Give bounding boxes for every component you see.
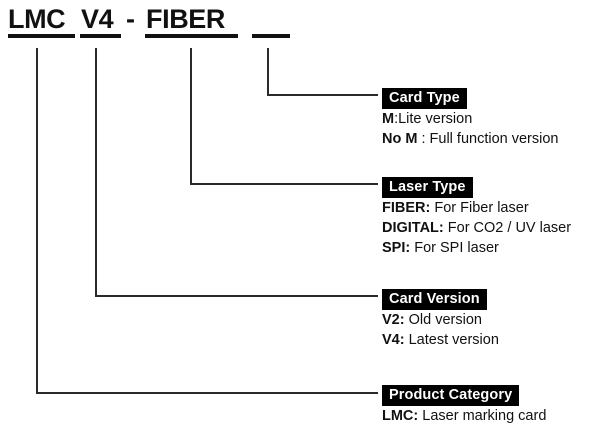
leader-hline-card-type [267, 94, 378, 96]
callout-laser-type-line-3-text: For SPI laser [410, 240, 499, 256]
callout-laser-type: Laser Type FIBER: For Fiber laser DIGITA… [382, 177, 571, 258]
callout-card-type-line-1: M:Lite version [382, 110, 558, 129]
leader-vline-product-category [36, 48, 38, 394]
callout-laser-type-line-2-text: For CO2 / UV laser [443, 220, 572, 236]
callout-laser-type-line-3-key: SPI: [382, 240, 411, 256]
callout-laser-type-line-1: FIBER: For Fiber laser [382, 199, 571, 218]
leader-hline-product-category [36, 392, 378, 394]
part-segment-lmc: LMC [8, 4, 66, 34]
underline-fiber [145, 34, 238, 38]
callout-product-category-line-1-text: Laser marking card [418, 408, 547, 424]
part-segment-fiber: FIBER [146, 4, 226, 34]
callout-card-type-line-2: No M : Full function version [382, 130, 558, 149]
part-segment-v4: V4 [81, 4, 114, 34]
callout-card-version: Card Version V2: Old version V4: Latest … [382, 289, 499, 350]
callout-laser-type-line-3: SPI: For SPI laser [382, 239, 571, 258]
callout-product-category-line-1: LMC: Laser marking card [382, 407, 546, 426]
callout-card-version-line-2-text: Latest version [404, 332, 499, 348]
part-number-title: LMC V4 - FIBER [0, 0, 600, 46]
underline-blank [252, 34, 290, 38]
underline-v4 [80, 34, 121, 38]
leader-vline-card-type [267, 48, 269, 96]
callout-laser-type-line-2-key: DIGITAL: [382, 220, 444, 236]
callout-card-type-line-1-key: M [382, 111, 395, 127]
callout-card-type-line-2-text: : Full function version [417, 131, 559, 147]
callout-product-category-line-1-key: LMC: [382, 408, 419, 424]
callout-product-category: Product Category LMC: Laser marking card [382, 385, 546, 426]
leader-hline-card-version [95, 295, 378, 297]
callout-card-version-line-1-key: V2: [382, 312, 405, 328]
leader-hline-laser-type [190, 183, 378, 185]
callout-card-type: Card Type M:Lite version No M : Full fun… [382, 88, 558, 149]
part-segment-dash: - [126, 4, 135, 34]
callout-card-type-line-1-text: :Lite version [394, 111, 473, 127]
callout-laser-type-line-1-text: For Fiber laser [430, 200, 529, 216]
callout-card-version-line-1-text: Old version [404, 312, 482, 328]
leader-vline-laser-type [190, 48, 192, 185]
callout-card-version-line-2-key: V4: [382, 332, 405, 348]
callout-card-version-line-1: V2: Old version [382, 311, 499, 330]
callout-laser-type-header: Laser Type [382, 177, 473, 198]
callout-card-type-header: Card Type [382, 88, 467, 109]
underline-lmc [8, 34, 75, 38]
leader-vline-card-version [95, 48, 97, 297]
callout-product-category-header: Product Category [382, 385, 520, 406]
callout-laser-type-line-2: DIGITAL: For CO2 / UV laser [382, 219, 571, 238]
callout-laser-type-line-1-key: FIBER: [382, 200, 431, 216]
callout-card-version-line-2: V4: Latest version [382, 331, 499, 350]
callout-card-type-line-2-key: No M [382, 131, 418, 147]
callout-card-version-header: Card Version [382, 289, 487, 310]
